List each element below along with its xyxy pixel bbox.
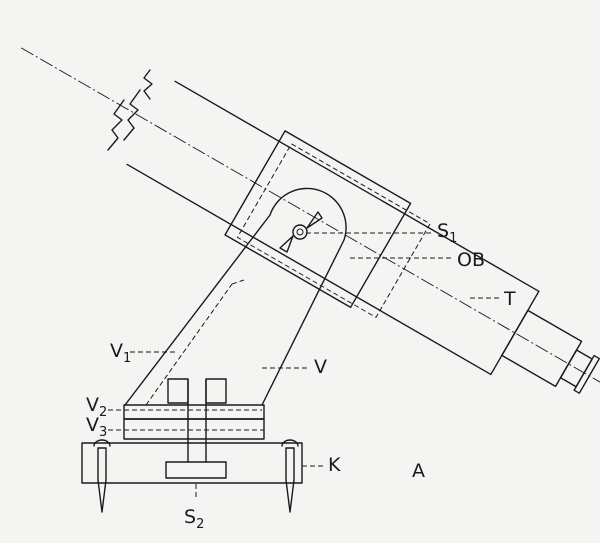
clamp-inner-outline [236, 143, 431, 319]
plate-v2 [123, 404, 265, 420]
spike-left [97, 447, 107, 513]
base-k [81, 439, 303, 513]
label-s1: S1 [437, 220, 458, 246]
label-s2: S2 [184, 506, 205, 532]
tube-break-upper [143, 69, 153, 100]
support-arm [124, 187, 347, 406]
label-v2: V2 [86, 394, 108, 420]
spike-cap-right [281, 439, 299, 447]
optical-axis [20, 47, 600, 386]
spike-right [285, 447, 295, 513]
screw-s2-recess [165, 461, 227, 479]
telescope-tube [20, 47, 600, 394]
label-v1: V1 [110, 340, 132, 366]
wing-nut-upper [306, 211, 323, 229]
tube-break-mid [123, 89, 141, 141]
spike-cap-left [93, 439, 111, 447]
tube-break-lower [107, 99, 125, 151]
label-t: T [504, 288, 516, 310]
eyepiece-ring [573, 354, 600, 394]
base-plates [123, 378, 265, 463]
label-v: V [314, 356, 327, 378]
nut-block-left [167, 378, 189, 404]
leader-lines [108, 232, 500, 467]
label-k: K [328, 454, 341, 476]
label-ob: OB [457, 249, 485, 271]
plate-v3 [123, 418, 265, 440]
label-a: A [412, 460, 425, 482]
wing-nut-lower [279, 235, 294, 253]
screw-s1 [292, 224, 308, 240]
nut-block-right [205, 378, 227, 404]
label-v3: V3 [86, 414, 108, 440]
